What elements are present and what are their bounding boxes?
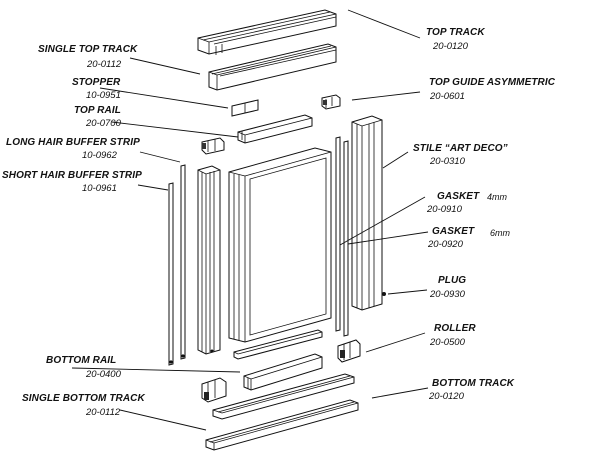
short-hair-buffer-strip-code: 10-0961 bbox=[82, 183, 117, 194]
top-rail-code: 20-0700 bbox=[86, 118, 121, 129]
bottom-track-code: 20-0120 bbox=[429, 391, 464, 402]
glass-panel-part bbox=[228, 147, 332, 343]
panel-bottom-strip bbox=[233, 329, 323, 360]
left-stile-part bbox=[197, 165, 221, 355]
top-rail-part bbox=[237, 114, 313, 144]
single-top-track-code: 20-0112 bbox=[87, 59, 122, 70]
top-track-name: TOP TRACK bbox=[426, 27, 485, 38]
roller-name: ROLLER bbox=[434, 323, 476, 334]
gasket-strip-parts bbox=[335, 136, 349, 337]
single-bottom-track-part bbox=[205, 399, 359, 451]
long-hair-buffer-strip-part bbox=[180, 164, 186, 360]
single-bottom-track-code: 20-0112 bbox=[86, 407, 121, 418]
stile-top-fitting bbox=[201, 137, 225, 155]
bottom-track-part bbox=[212, 373, 355, 420]
gasket-4mm-size: 4mm bbox=[487, 192, 507, 202]
single-top-track-part bbox=[208, 43, 337, 91]
top-guide-asymmetric-name: TOP GUIDE ASYMMETRIC bbox=[429, 77, 556, 88]
top-guide-asymmetric-code: 20-0601 bbox=[430, 91, 465, 102]
top-track-code: 20-0120 bbox=[433, 41, 468, 52]
plug-part bbox=[382, 292, 386, 296]
stile-art-deco-name: STILE “ART DECO” bbox=[413, 143, 508, 154]
long-hair-buffer-strip-code: 10-0962 bbox=[82, 150, 117, 161]
bottom-rail-code: 20-0400 bbox=[86, 369, 121, 380]
bottom-track-name: BOTTOM TRACK bbox=[432, 378, 515, 389]
gasket-6mm-code: 20-0920 bbox=[428, 239, 463, 250]
short-hair-buffer-strip-name: SHORT HAIR BUFFER STRIP bbox=[2, 170, 142, 181]
bottom-rail-name: BOTTOM RAIL bbox=[46, 355, 117, 366]
stile-art-deco-part bbox=[351, 115, 383, 311]
gasket-6mm-size: 6mm bbox=[490, 228, 510, 238]
top-rail-name: TOP RAIL bbox=[74, 105, 121, 116]
stopper-part bbox=[231, 99, 259, 117]
single-top-track-name: SINGLE TOP TRACK bbox=[38, 44, 138, 55]
roller-part bbox=[337, 339, 361, 363]
gasket-4mm-code: 20-0910 bbox=[427, 204, 462, 215]
top-track-part bbox=[197, 9, 337, 55]
top-guide-part bbox=[321, 94, 341, 110]
stopper-name: STOPPER bbox=[72, 77, 121, 88]
plug-code: 20-0930 bbox=[430, 289, 465, 300]
single-bottom-track-name: SINGLE BOTTOM TRACK bbox=[22, 393, 145, 404]
plug-name: PLUG bbox=[438, 275, 467, 286]
bottom-rail-part bbox=[243, 353, 323, 391]
stile-art-deco-code: 20-0310 bbox=[430, 156, 465, 167]
gasket-4mm-name: GASKET bbox=[437, 191, 480, 202]
roller-code: 20-0500 bbox=[430, 337, 465, 348]
short-hair-buffer-strip-part bbox=[168, 182, 174, 366]
stopper-code: 10-0951 bbox=[86, 90, 121, 101]
leader-lines bbox=[71, 9, 429, 431]
long-hair-buffer-strip-name: LONG HAIR BUFFER STRIP bbox=[6, 137, 140, 148]
bottom-fitting-part bbox=[201, 377, 227, 403]
gasket-6mm-name: GASKET bbox=[432, 226, 475, 237]
